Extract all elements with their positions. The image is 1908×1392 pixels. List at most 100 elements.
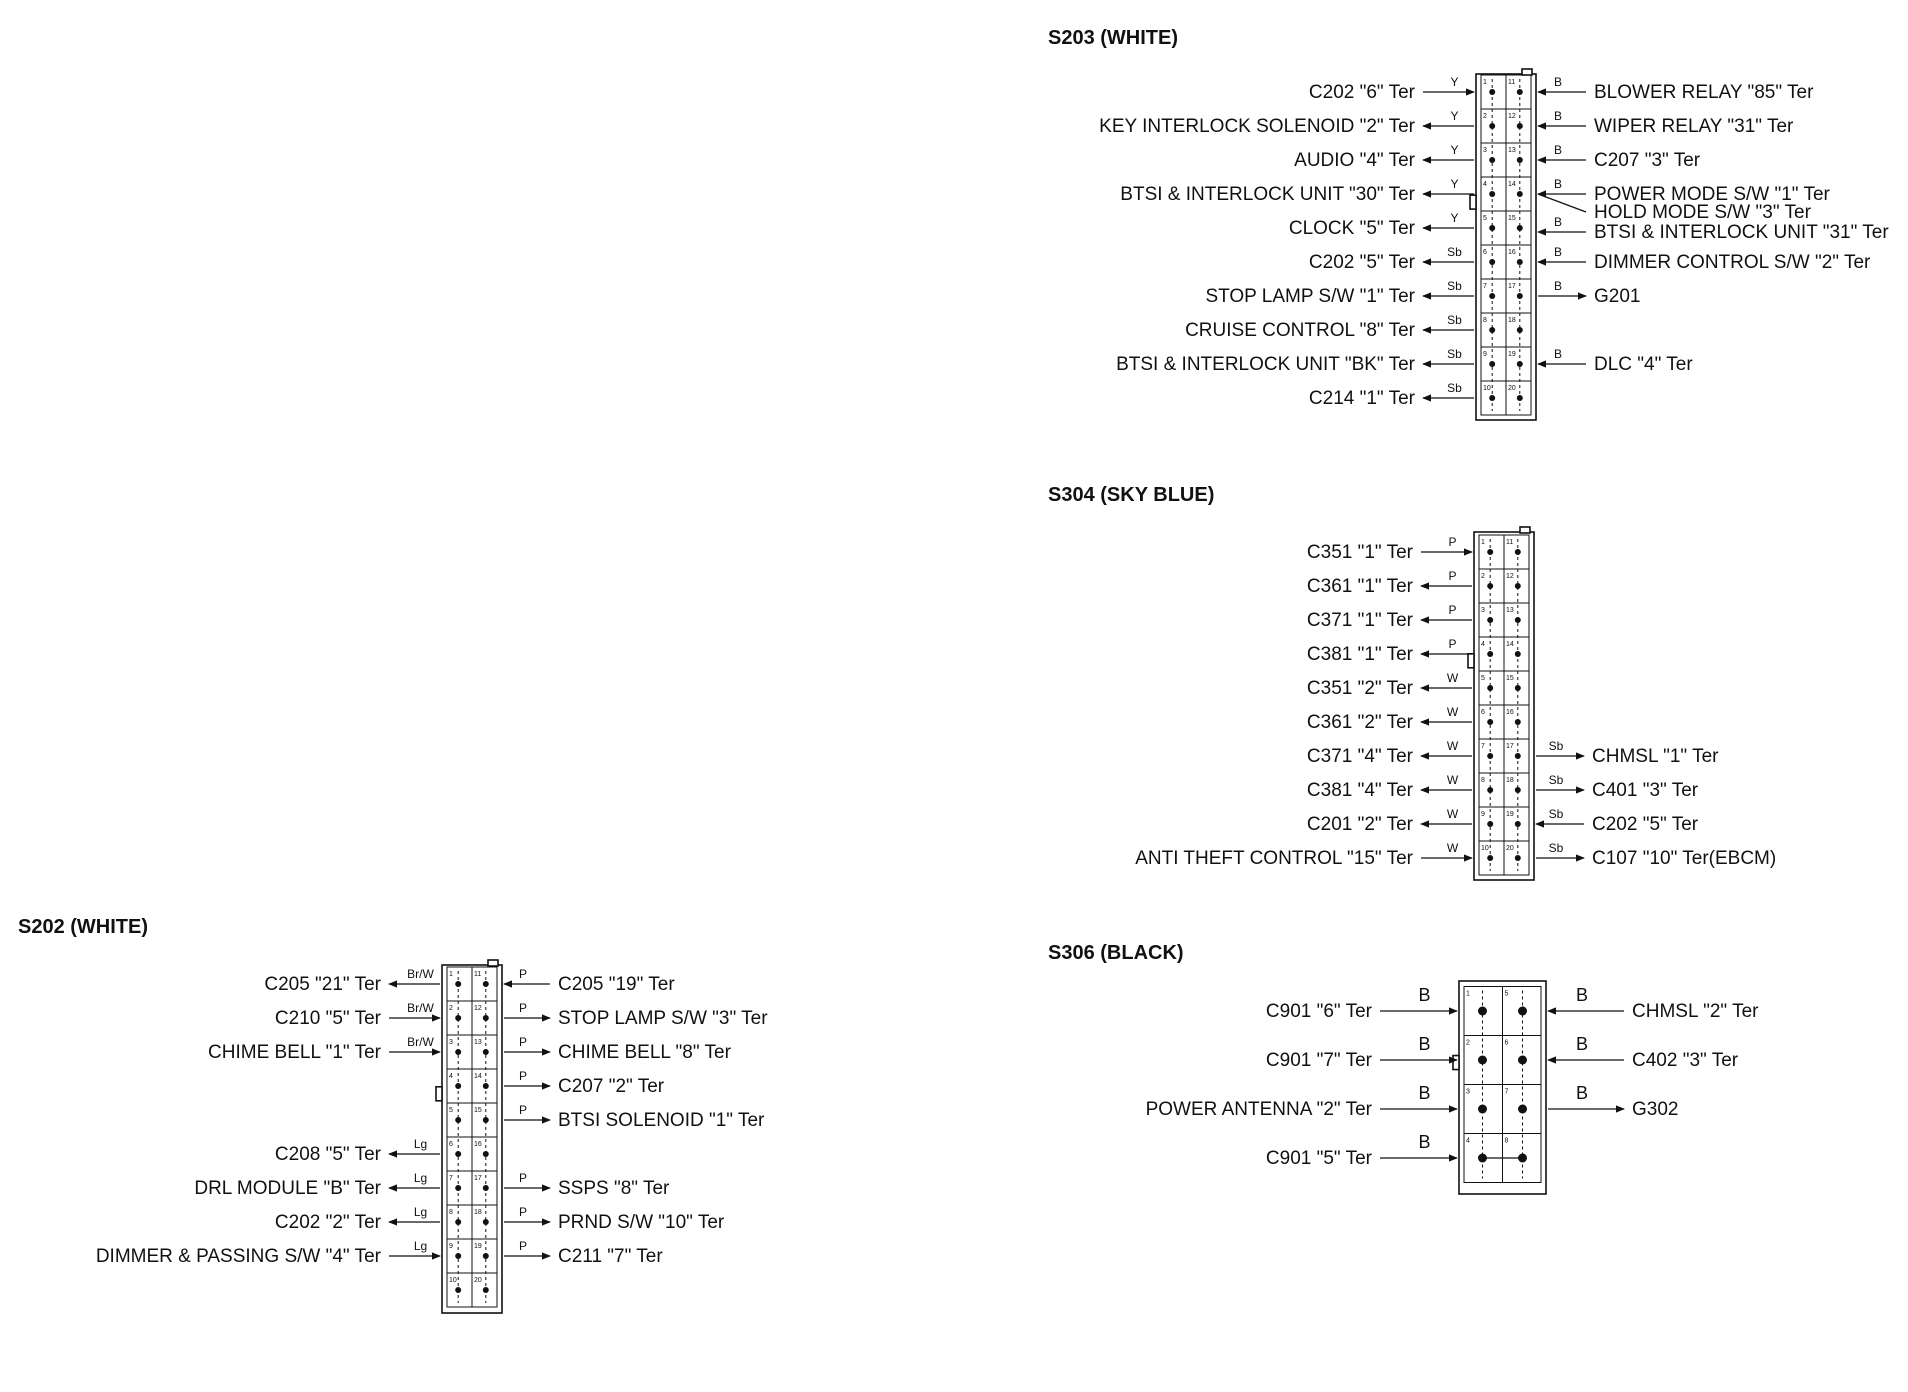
s202-right-label: C211 "7" Ter: [558, 1246, 663, 1267]
s306-cavity-number: 2: [1466, 1040, 1470, 1047]
s304-wire-color: P: [1448, 535, 1456, 549]
s304-wire-color: P: [1448, 637, 1456, 651]
s203-left-label: C202 "6" Ter: [1309, 82, 1416, 103]
s203-latch: [1469, 194, 1477, 210]
s304-cavity-number: 6: [1481, 709, 1485, 716]
s304-cavity-number: 7: [1481, 743, 1485, 750]
s202-pin: [482, 1287, 489, 1293]
s202-cavity-number: 7: [449, 1175, 453, 1182]
s202-wire-color: Br/W: [407, 1035, 434, 1049]
s304-wire-color: W: [1447, 807, 1459, 821]
s304-pin: [1487, 617, 1494, 623]
s306-pin: [1477, 1006, 1487, 1016]
s203-cavity-number: 12: [1508, 113, 1516, 120]
s203-cavity-number: 20: [1508, 385, 1516, 392]
s203-pin: [1516, 327, 1523, 333]
s203-wire-color: B: [1554, 215, 1562, 229]
s203-cavity-number: 18: [1508, 317, 1516, 324]
s203-wire-color: Sb: [1447, 381, 1462, 395]
s304-pin: [1487, 753, 1494, 759]
s203-cavity-number: 11: [1508, 79, 1515, 86]
s203-left-label: CLOCK "5" Ter: [1289, 218, 1416, 239]
s202-left-label: C210 "5" Ter: [275, 1008, 382, 1029]
s202-wire-color: Lg: [414, 1239, 427, 1253]
s306-left-label: C901 "7" Ter: [1266, 1050, 1373, 1071]
s203-right-wire: [1537, 193, 1587, 213]
s203-left-label: BTSI & INTERLOCK UNIT "30" Ter: [1120, 184, 1415, 205]
s304-cavity-number: 10: [1481, 845, 1489, 852]
s304-pin: [1487, 583, 1494, 589]
s304-cavity-number: 15: [1506, 675, 1514, 682]
s202-pin: [455, 981, 462, 987]
s304-cavity-number: 14: [1506, 641, 1514, 648]
s203-cavity-number: 15: [1508, 215, 1516, 222]
s203-cavity-number: 3: [1483, 147, 1487, 154]
s306-wire-color: B: [1576, 985, 1588, 1005]
s203-pin: [1489, 191, 1496, 197]
s203-wire-color: Sb: [1447, 347, 1462, 361]
s202-wire-color: P: [519, 1035, 527, 1049]
s202-right-label: CHIME BELL "8" Ter: [558, 1042, 732, 1063]
s202-pin: [455, 1083, 462, 1089]
s304-pin: [1514, 651, 1521, 657]
s304-left-label: ANTI THEFT CONTROL "15" Ter: [1135, 848, 1413, 869]
s306-pin: [1518, 1104, 1528, 1114]
s306-pin: [1477, 1055, 1487, 1065]
s306-right-label: C402 "3" Ter: [1632, 1050, 1739, 1071]
s304-wire-color: W: [1447, 705, 1459, 719]
s304-pin: [1487, 821, 1494, 827]
s304-pin: [1487, 651, 1494, 657]
s304-cavity-number: 16: [1506, 709, 1514, 716]
s306-cavity-number: 8: [1505, 1138, 1509, 1145]
s304-left-label: C381 "4" Ter: [1307, 780, 1414, 801]
s202-left-label: CHIME BELL "1" Ter: [208, 1042, 382, 1063]
s203-right-label: HOLD MODE S/W "3" Ter: [1594, 202, 1812, 223]
s203-wire-color: Y: [1450, 75, 1458, 89]
s203-pin: [1489, 327, 1496, 333]
s202-wire-color: P: [519, 1103, 527, 1117]
s304-cavity-number: 11: [1506, 539, 1513, 546]
s202-pin: [482, 1185, 489, 1191]
s203-wire-color: Sb: [1447, 313, 1462, 327]
s203-right-label: BLOWER RELAY "85" Ter: [1594, 82, 1814, 103]
s203-pin: [1516, 259, 1523, 265]
s202-cavity-number: 1: [449, 971, 453, 978]
s203-cavity-number: 10: [1483, 385, 1491, 392]
s304-left-label: C371 "1" Ter: [1307, 610, 1414, 631]
s203-pin: [1489, 89, 1496, 95]
s203-cavity-number: 13: [1508, 147, 1516, 154]
s202-left-label: DIMMER & PASSING S/W "4" Ter: [96, 1246, 382, 1267]
s203-right-label: WIPER RELAY "31" Ter: [1594, 116, 1794, 137]
s304-pin: [1514, 719, 1521, 725]
s202-pin: [455, 1015, 462, 1021]
s306-title: S306 (BLACK): [1048, 942, 1184, 964]
s202-pin: [482, 1049, 489, 1055]
s304-wire-color: W: [1447, 671, 1459, 685]
s203-left-label: CRUISE CONTROL "8" Ter: [1185, 320, 1416, 341]
s203-right-label: G201: [1594, 286, 1640, 307]
s304-right-label: C401 "3" Ter: [1592, 780, 1699, 801]
s202-cavity-number: 5: [449, 1107, 453, 1114]
s304-cavity-number: 12: [1506, 573, 1514, 580]
s203-cavity-number: 4: [1483, 181, 1487, 188]
s304-cavity-number: 5: [1481, 675, 1485, 682]
s306-right-label: CHMSL "2" Ter: [1632, 1001, 1759, 1022]
s304-pin: [1487, 855, 1494, 861]
s203-cavity-number: 8: [1483, 317, 1487, 324]
s203-cavity-number: 14: [1508, 181, 1516, 188]
s203-cavity-number: 1: [1483, 79, 1487, 86]
s304-wire-color: P: [1448, 569, 1456, 583]
s304-cavity-number: 19: [1506, 811, 1514, 818]
s202-right-label: C205 "19" Ter: [558, 974, 675, 995]
s304-wire-color: W: [1447, 773, 1459, 787]
s203-wire-color: Sb: [1447, 279, 1462, 293]
s202-cavity-number: 16: [474, 1141, 482, 1148]
s203-cavity-number: 9: [1483, 351, 1487, 358]
s202-right-label: C207 "2" Ter: [558, 1076, 665, 1097]
s203-key: [1521, 68, 1533, 76]
s306-cavity-number: 6: [1505, 1040, 1509, 1047]
s202-cavity-number: 13: [474, 1039, 482, 1046]
s203-left-label: BTSI & INTERLOCK UNIT "BK" Ter: [1116, 354, 1416, 375]
